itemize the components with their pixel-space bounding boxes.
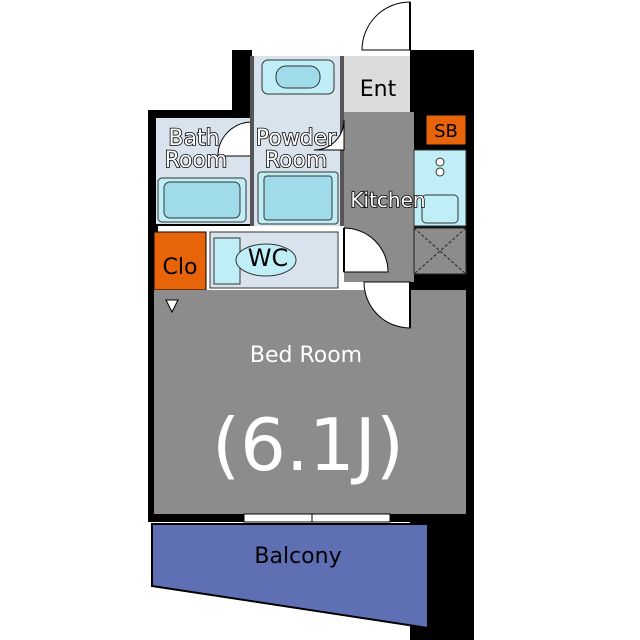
bedroom-size-label: (6.1J) xyxy=(212,403,404,487)
closet-label: Clo xyxy=(163,255,198,280)
bath-label-line1: Bath xyxy=(168,126,219,151)
balcony-window xyxy=(243,513,391,523)
toilet-label: WC xyxy=(248,244,289,272)
powder-label-line1: Powder xyxy=(256,126,337,151)
closet xyxy=(153,231,207,291)
wc-door-swing xyxy=(343,227,389,273)
shoe-box-label: SB xyxy=(434,121,458,142)
bath-door-swing xyxy=(217,121,253,157)
kitchen-sink xyxy=(421,194,459,224)
fridge-cross xyxy=(413,227,467,275)
entrance-label: Ent xyxy=(360,77,397,102)
entrance-door-swing xyxy=(361,1,411,51)
entrance-floor xyxy=(344,56,410,112)
bath-label-line2: Room xyxy=(165,148,228,173)
exterior-wall-left xyxy=(148,228,158,522)
wall-powder-left xyxy=(250,56,254,228)
kitchen-label: Kitchen xyxy=(350,188,425,212)
bedroom-floor xyxy=(154,290,466,514)
closet-door-marker xyxy=(165,299,179,314)
stove-burner-icon xyxy=(435,157,445,167)
powder-label-line2: Room xyxy=(265,148,328,173)
bathtub-inner xyxy=(163,181,241,219)
powder-basin xyxy=(275,65,321,89)
balcony-label: Balcony xyxy=(254,544,341,569)
shoe-box xyxy=(425,114,467,146)
washing-machine-inner xyxy=(263,175,333,221)
exterior-wall-left-upper xyxy=(232,50,252,112)
stove-burner-icon xyxy=(435,167,445,177)
powder-door-swing xyxy=(313,119,345,151)
fridge-cross xyxy=(413,227,467,275)
bedroom-label: Bed Room xyxy=(250,343,362,368)
toilet-bowl xyxy=(235,243,297,277)
balcony-floor xyxy=(151,523,429,630)
